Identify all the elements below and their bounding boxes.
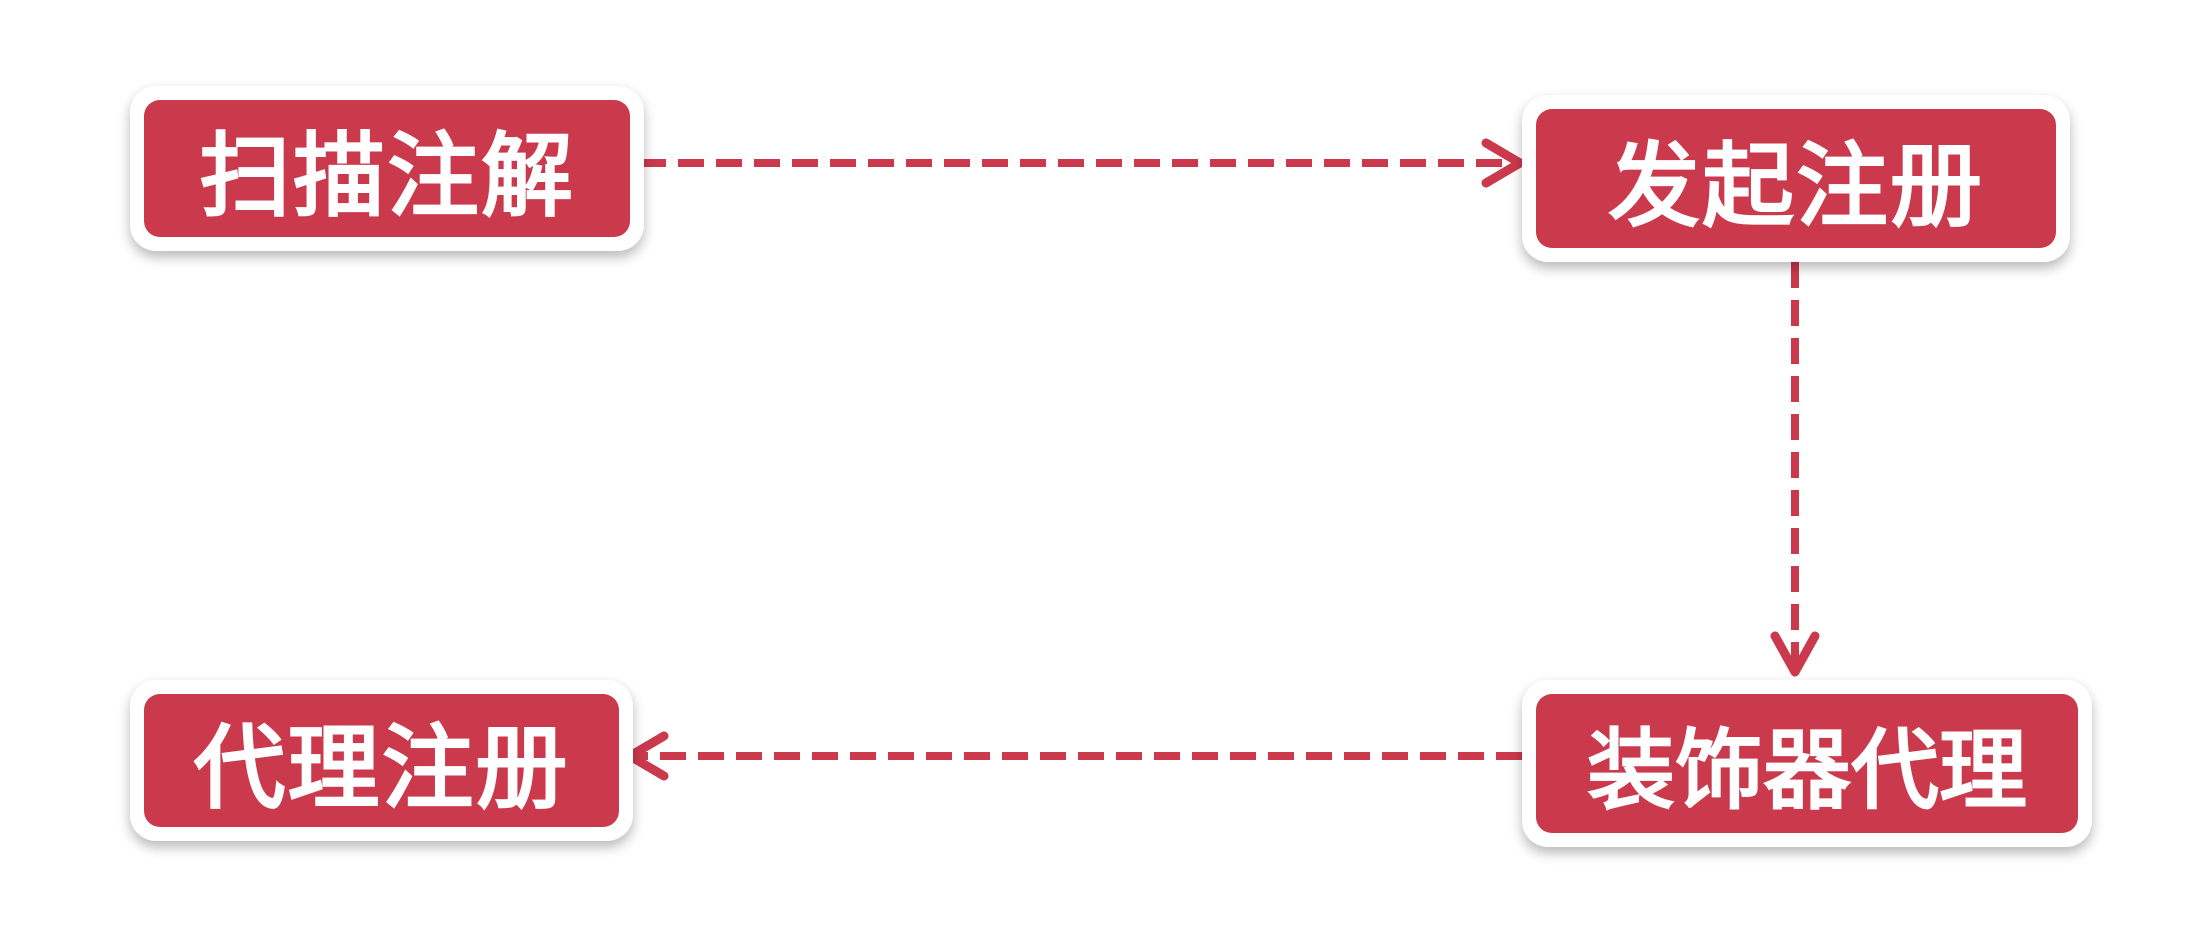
node-decorator-proxy: 装饰器代理 [1522, 680, 2092, 847]
node-label: 扫描注解 [144, 100, 630, 237]
arrowhead-down-icon [1770, 631, 1820, 677]
node-proxy-registration: 代理注册 [130, 680, 633, 841]
edge-scan-to-register [640, 138, 1525, 188]
node-label: 发起注册 [1536, 109, 2056, 248]
arrowhead-right-icon [1481, 138, 1525, 188]
node-label: 代理注册 [144, 694, 619, 827]
node-label: 装饰器代理 [1536, 694, 2078, 833]
node-initiate-registration: 发起注册 [1522, 95, 2070, 262]
node-scan-annotation: 扫描注解 [130, 86, 644, 251]
edge-register-to-decorator [1770, 262, 1820, 677]
edge-decorator-to-proxy [625, 731, 1522, 781]
